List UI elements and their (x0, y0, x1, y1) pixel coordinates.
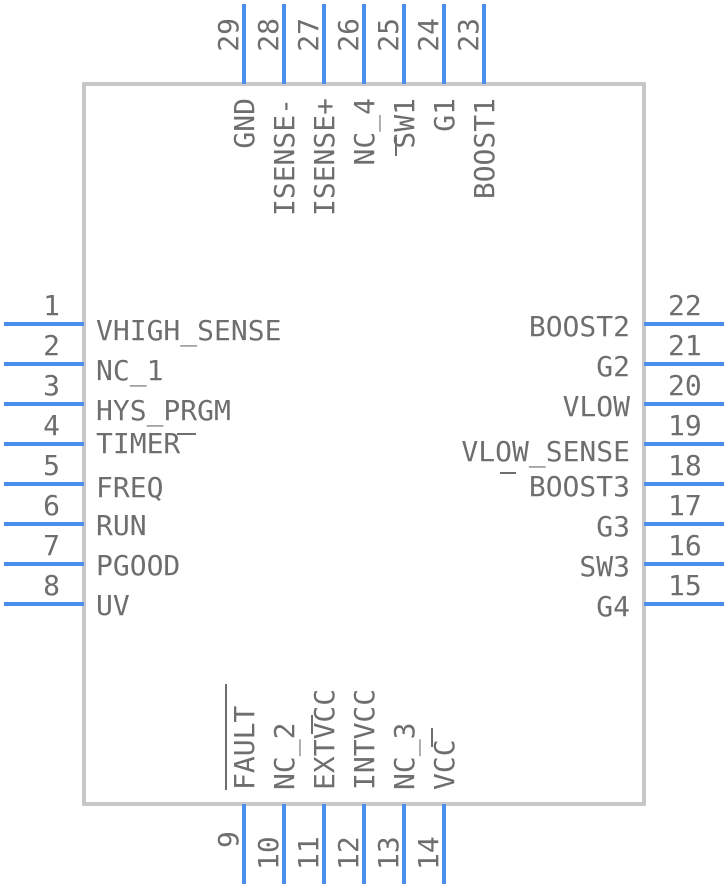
pin-19-name: VLOW_SENSE (461, 435, 630, 469)
pin-8-number: 8 (43, 569, 60, 602)
pin-6-name: RUN (96, 509, 147, 542)
pin-11-number: 11 (292, 836, 325, 870)
pin-10-number: 10 (252, 836, 285, 870)
overbars (177, 137, 516, 790)
pin-9-number: 9 (212, 831, 245, 848)
pin-10-name: NC_2 (268, 723, 302, 790)
pin-22-name: BOOST2 (529, 310, 630, 343)
pin-17-number: 17 (668, 489, 702, 522)
pin-2-name: NC_1 (96, 354, 163, 388)
pin-23-name: BOOST1 (468, 98, 501, 199)
pin-lines (4, 4, 724, 884)
pin-29-number: 29 (212, 18, 245, 52)
pin-5-name: FREQ (96, 471, 163, 504)
pin-11-name: EXTVCC (308, 689, 341, 790)
pin-28-name: ISENSE- (268, 98, 301, 216)
pin-3-name: HYS_PRGM (96, 394, 231, 428)
pin-26-number: 26 (332, 18, 365, 52)
pin-24-name: G1 (428, 98, 461, 132)
pin-15-name: G4 (596, 590, 630, 623)
pin-18-number: 18 (668, 449, 702, 482)
pin-29-name: GND (228, 98, 261, 149)
pin-20-number: 20 (668, 369, 702, 402)
pin-12-name: INTVCC (348, 689, 381, 790)
pin-21-number: 21 (668, 329, 702, 362)
pin-2-number: 2 (43, 329, 60, 362)
pin-22-number: 22 (668, 289, 702, 322)
pin-9-name: FAULT (228, 706, 261, 790)
pin-27-number: 27 (292, 18, 325, 52)
pin-26-name: NC_4 (348, 98, 382, 165)
pin-1-name: VHIGH_SENSE (96, 314, 281, 348)
pin-15-number: 15 (668, 569, 702, 602)
pin-25-number: 25 (372, 18, 405, 52)
pin-23-number: 23 (452, 18, 485, 52)
pin-5-number: 5 (43, 449, 60, 482)
pin-14-name: VCC (428, 739, 461, 790)
pin-13-name: NC_3 (388, 723, 422, 790)
pin-1-number: 1 (43, 289, 60, 322)
pin-14-number: 14 (412, 836, 445, 870)
pin-17-name: G3 (596, 510, 630, 543)
pin-7-number: 7 (43, 529, 60, 562)
pin-6-number: 6 (43, 489, 60, 522)
pin-20-name: VLOW (563, 390, 631, 423)
pin-28-number: 28 (252, 18, 285, 52)
pin-4-name: TIMER (96, 427, 180, 460)
pin-8-name: UV (96, 589, 130, 622)
pin-12-number: 12 (332, 836, 365, 870)
pin-16-number: 16 (668, 529, 702, 562)
pin-21-name: G2 (596, 350, 630, 383)
pin-19-number: 19 (668, 409, 702, 442)
pin-7-name: PGOOD (96, 549, 180, 582)
pin-24-number: 24 (412, 18, 445, 52)
pin-3-number: 3 (43, 369, 60, 402)
pin-25-name: SW1 (388, 98, 421, 149)
pin-4-number: 4 (43, 409, 60, 442)
pin-27-name: ISENSE+ (308, 98, 341, 216)
pin-13-number: 13 (372, 836, 405, 870)
pin-18-name: BOOST3 (529, 470, 630, 503)
pin-16-name: SW3 (579, 550, 630, 583)
